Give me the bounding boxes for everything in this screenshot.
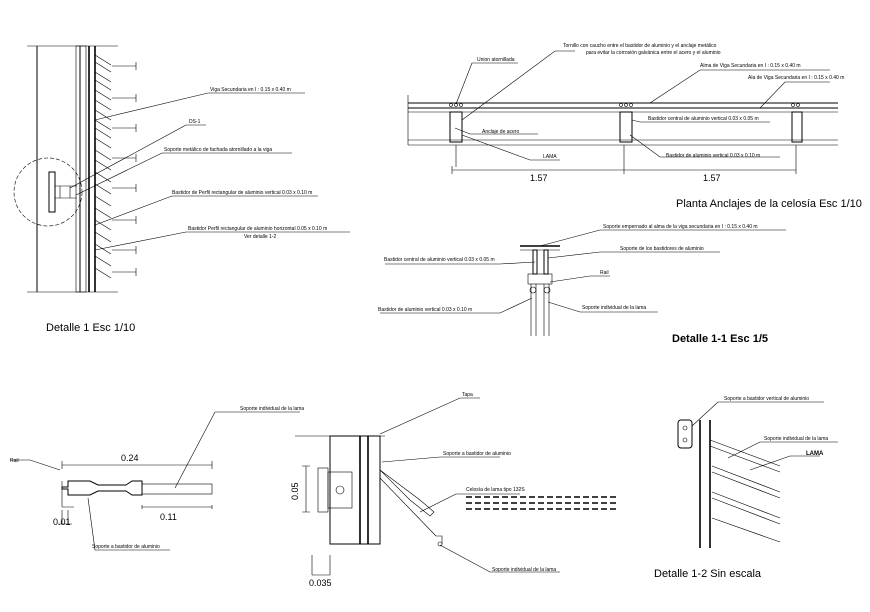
dimension-width: 0.035 [309,578,332,588]
dimension-span-2: 1.57 [703,173,721,183]
celosia-hatch-marks [466,496,616,510]
callout-soporte-empernado: Soporte empernado al alma de la viga sec… [603,224,758,230]
planta-title: Planta Anclajes de la celosía Esc 1/10 [676,198,862,210]
callout-bastidor-horizontal: Bastidor Perfil rectangular de aluminio … [188,226,327,232]
callout-bastidor-central-11: Bastidor central de aluminio vertical 0.… [384,257,495,263]
callout-rail: Rail [10,458,19,464]
callout-union-atornillada: Union atornillada [477,57,515,63]
dimension-left: 0.01 [53,517,71,527]
callout-soporte-lama-11: Soporte individual de la lama [582,305,646,311]
callout-soporte-bastidor: Soporte a bastidor de aluminio [92,544,160,550]
dimension-span-1: 1.57 [530,173,548,183]
callout-celosia: Celosía de lama tipo 132S [466,487,525,493]
dimension-top: 0.24 [121,453,139,463]
lama-blades-12 [709,439,781,543]
louvre-blades [94,54,137,279]
detail-1-1-title: Detalle 1-1 Esc 1/5 [672,333,768,345]
callout-bastidor-vertical: Bastidor de Perfil rectangular de alumin… [172,190,312,196]
callout-soporte-bastidor-section: Soporte a bastidor de aluminio [443,451,511,457]
detail-1-2-drawing: Soporte a bastidor vertical de aluminio … [654,396,838,580]
detail-1-title: Detalle 1 Esc 1/10 [46,322,135,334]
dimension-bottom: 0.11 [160,512,177,522]
callout-soporte-individual-12: Soporte individual de la lama [764,436,828,442]
callout-soporte-bastidores: Soporte de los bastidores de aluminio [620,246,704,252]
detail-1-drawing: Viga Secundaria en I : 0.15 x 0.40 m DS-… [13,45,350,334]
callout-soporte-metalico: Soporte metálico de fachada atornillado … [164,147,272,153]
callout-anclaje-acero: Anclaje de acero [482,129,519,135]
detail-1-2-title: Detalle 1-2 Sin escala [654,568,762,580]
callout-soporte-bastidor-12: Soporte a bastidor vertical de aluminio [724,396,809,402]
section-detail-drawing: Tapa Soporte a bastidor de aluminio Celo… [290,392,616,588]
planta-anclajes-drawing: 1.57 1.57 Union atornillada Tornillo con… [407,43,862,210]
callout-lama: LAMA [543,154,557,160]
callout-ds1: DS-1 [189,119,201,125]
callout-bastidor-aluminio-11: Bastidor de aluminio vertical 0.03 x 0.1… [378,307,472,313]
callout-bastidor-aluminio: Bastidor de aluminio vertical 0.03 x 0.1… [666,153,760,159]
callout-soporte-individual-section: Soporte individual de la lama [492,567,556,573]
callout-alma-viga: Alma de Viga Secundaria en I : 0.15 x 0.… [700,63,801,69]
dimension-height: 0.05 [290,482,300,500]
callout-soporte-individual: Soporte individual de la lama [240,406,304,412]
callout-ala-viga: Ala de Viga Secundaria en I : 0.15 x 0.4… [748,75,844,81]
callout-tornillo-line2: para evitar la corrosión galvánica entre… [586,50,721,56]
callout-tornillo-line1: Tornillo con caucho entre el bastidor de… [563,43,717,49]
detail-1-1-drawing: Soporte empernado al alma de la viga sec… [378,224,786,345]
callout-bastidor-central: Bastidor central de aluminio vertical 0.… [648,116,759,122]
callout-lama-12: LAMA [806,451,824,457]
callout-viga-secundaria: Viga Secundaria en I : 0.15 x 0.40 m [210,87,291,93]
callout-tapa: Tapa [462,392,473,398]
rail-detail-drawing: Rail Soporte individual de la lama Sopor… [10,406,304,551]
anchor-brackets [449,103,803,143]
callout-ver-detalle: Ver detalle 1-2 [244,234,276,240]
callout-rail-11: Rail [600,270,609,276]
